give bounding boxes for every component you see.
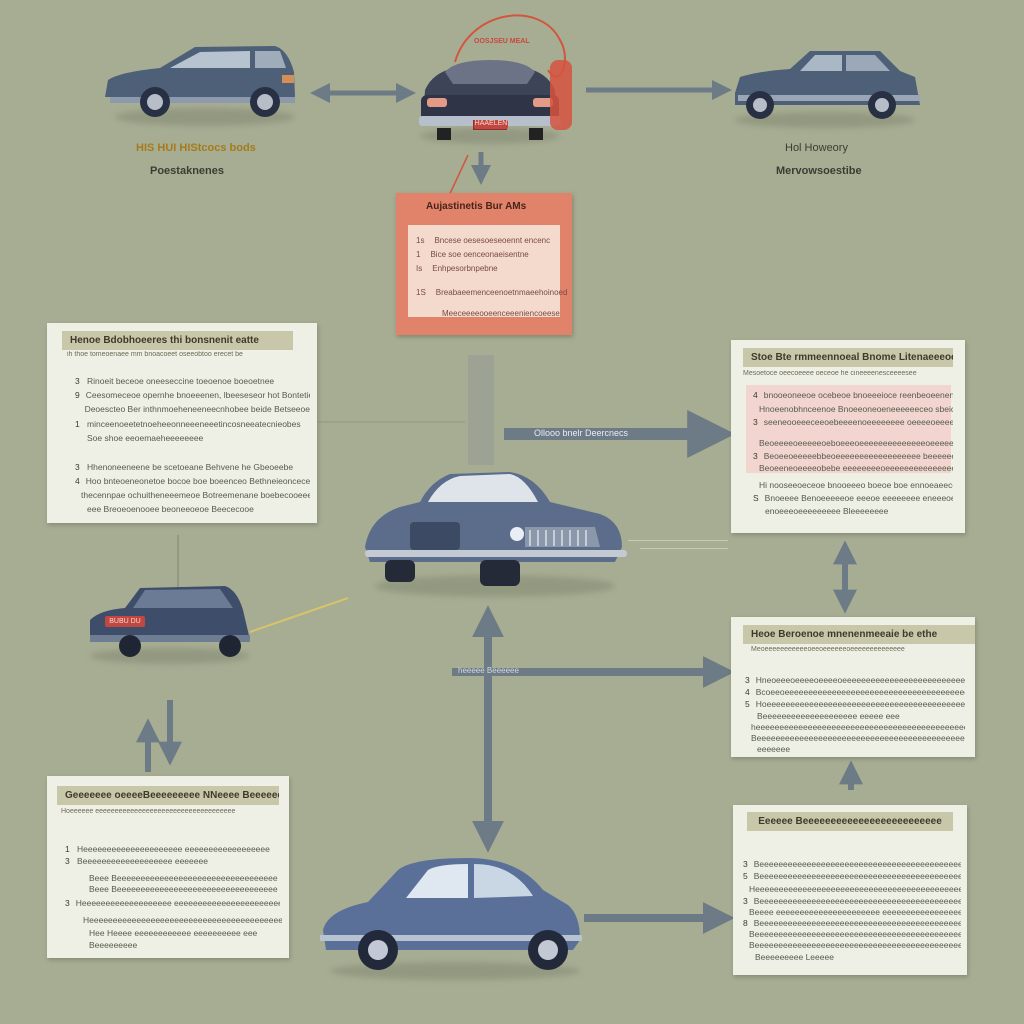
car-coupe-icon	[320, 858, 582, 970]
top-right-car-label: Hol Howeory	[785, 142, 848, 154]
bottom-left-card-row: Hee Heeee eeeeeeeeeeee eeeeeeeeee eee	[89, 928, 258, 938]
red-card-row: Meeceeeeooeenceeeniencoeese	[442, 309, 560, 318]
left-card-row: eee Breoeoenooee beoneeoeoe Beececooe	[87, 504, 254, 514]
left-card-subtitle: ih thoe tomeoenaee mm bnoacoeet oseeobto…	[67, 351, 243, 358]
right-card-2-subtitle: Meoeeeeeeeeeeeoeeoeeeeeeoeeeeeeeeeeeeee	[751, 646, 905, 653]
top-center-plate: HAAELEN	[474, 120, 508, 129]
right-info-card-2: Heoe Beroenoe mnenenmeeaie be ethe Meoee…	[731, 617, 975, 757]
bottom-right-card-title: Eeeeee Beeeeeeeeeeeeeeeeeeeeeeeee	[747, 812, 953, 831]
left-car-plate: BUBU DU	[105, 616, 145, 627]
bottom-left-card-row: Beee Beeeeeeeeeeeeeeeeeeeeeeeeeeeeeeeeee	[89, 884, 278, 894]
top-right-car-sublabel: Mervowsoestibe	[776, 165, 862, 177]
car-rear-view-icon	[419, 60, 561, 140]
top-center-tag: OOSJSEU MEAL	[474, 38, 530, 45]
left-info-card: Henoe Bdobhoeeres thi bonsnenit eatte ih…	[47, 323, 317, 523]
car-classic-icon	[365, 472, 627, 586]
center-arrow-label: Ollooo bnelr Deercnecs	[534, 428, 629, 438]
left-card-row: Soe shoe eeoemaeheeeeeeee	[87, 433, 204, 443]
left-card-row: thecennpae ochuitheneeemeoe Botreemenane…	[81, 490, 310, 500]
bottom-right-card-row: Beeeeeeeee Leeeee	[755, 952, 834, 962]
bottom-left-info-card: Geeeeeee oeeeeBeeeeeeeee NNeeee Beeeeee …	[47, 776, 289, 958]
red-card-title: Aujastinetis Bur AMs	[426, 201, 527, 212]
bottom-left-card-row: Beeeeeeeee	[89, 940, 138, 950]
right-card-1-row: Hi nooseeoeceoe bnooeeeo boeoe boe ennoe…	[759, 480, 953, 490]
right-card-2-row: eeeeeee	[757, 744, 791, 754]
bottom-left-card-row: Beee Beeeeeeeeeeeeeeeeeeeeeeeeeeeeeeeeee	[89, 873, 278, 883]
bottom-right-card-row: Heeeeeeeeeeeeeeeeeeeeeeeeeeeeeeeeeeeeeee…	[749, 884, 961, 894]
bottom-left-card-subtitle: Hoeeeeee eeeeeeeeeeeeeeeeeeeeeeeeeeeeeee…	[61, 808, 236, 815]
middle-arrow-label: heeeee Beeeeee	[458, 666, 519, 675]
bottom-left-card-row: Heeeeeeeeeeeeeeeeeeeeeeeeeeeeeeeeeeeeeee…	[83, 915, 282, 925]
car-hatchback-icon	[105, 46, 295, 117]
right-card-2-row: Beeeeeeeeeeeeeeeeeeeeeeeeeeeeeeeeeeeeeee…	[751, 733, 965, 743]
top-left-car-sublabel: Poestaknenes	[150, 165, 224, 177]
right-card-1-row: Hnoeenobhnceenoe Bnoeeoneoeneeeeeeceo sb…	[759, 404, 953, 414]
right-card-1-row: Beoeeeeoeeeeeoeboeeeoeeeeeeeeeeeeeeoeeee…	[759, 438, 953, 448]
car-sedan-icon	[735, 51, 920, 119]
left-card-row: Deoescteo Ber inthnmoeheneeneecnhobee be…	[84, 404, 310, 414]
bottom-right-card-row: Beeee eeeeeeeeeeeeeeeeeeeeee eeeeeeeeeee…	[749, 907, 961, 917]
right-card-1-subtitle: Mesoetoce oeecoeeee oeceoe he cineeeenes…	[743, 370, 917, 377]
right-card-2-title: Heoe Beroenoe mnenenmeeaie be ethe	[743, 625, 975, 644]
right-card-1-row: enoeeeoeeeeeeeee Bleeeeeeee	[765, 506, 889, 516]
right-card-1-title: Stoe Bte rmmeennoeal Bnome Litenaeeeoe	[743, 348, 953, 367]
top-left-car-label: HIS HUI HIStcocs bods	[136, 142, 256, 154]
right-info-card-1: Stoe Bte rmmeennoeal Bnome Litenaeeeoe M…	[731, 340, 965, 533]
bottom-left-card-title: Geeeeeee oeeeeBeeeeeeeee NNeeee Beeeeee	[57, 786, 279, 805]
car-rear-sedan-icon	[90, 586, 250, 657]
bottom-right-card-row: Beeeeeeeeeeeeeeeeeeeeeeeeeeeeeeeeeeeeeee…	[749, 929, 961, 939]
bottom-right-card-row: Beeeeeeeeeeeeeeeeeeeeeeeeeeeeeeeeeeeeeee…	[749, 940, 961, 950]
left-card-title: Henoe Bdobhoeeres thi bonsnenit eatte	[62, 331, 293, 350]
right-card-2-row: heeeeeeeeeeeeeeeeeeeeeeeeeeeeeeeeeeeeeee…	[751, 722, 965, 732]
red-clip-icon	[550, 60, 572, 130]
right-card-1-row: Beoeeneoeeeeobebe eeeeeeeeoeeeeeeeeeeeee…	[759, 463, 953, 473]
right-card-2-row: Beeeeeeeeeeeeeeeeeeee eeeee eee	[757, 711, 900, 721]
